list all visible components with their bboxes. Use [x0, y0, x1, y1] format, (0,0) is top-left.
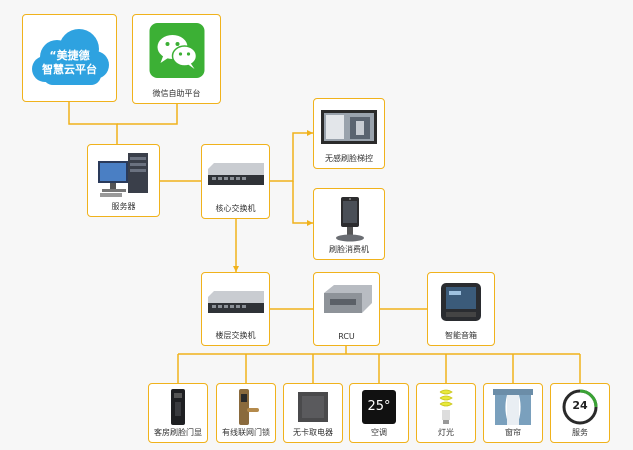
link-core-elevator [270, 132, 313, 182]
device-service[interactable]: 24 服务 [550, 383, 610, 443]
network-switch-icon [207, 163, 264, 185]
bulb-icon [439, 389, 453, 424]
smart-speaker-node[interactable]: 智能音箱 [427, 272, 495, 346]
link-cloud-server [68, 102, 118, 144]
device-label: 服务 [572, 428, 588, 437]
face-payment-label: 刷脸消费机 [329, 245, 369, 254]
elevator-screen-icon [321, 110, 377, 144]
floor-switch-node[interactable]: 楼层交换机 [201, 272, 270, 346]
cloud-platform-node[interactable]: “美捷德 智慧云平台 [22, 14, 117, 102]
curtain-icon [493, 389, 533, 425]
thermostat-display: 25° [367, 399, 391, 414]
rcu-box-icon [323, 285, 372, 313]
rcu-node[interactable]: RCU [313, 272, 380, 346]
device-curtain[interactable]: 窗帘 [483, 383, 543, 443]
rcu-label: RCU [338, 332, 355, 341]
wechat-platform-node[interactable]: 微信自助平台 [132, 14, 221, 104]
wechat-icon [149, 23, 204, 78]
elevator-face-control-node[interactable]: 无感刷脸梯控 [313, 98, 385, 169]
device-label: 空调 [371, 428, 387, 437]
thermostat-icon: 25° [362, 390, 396, 424]
core-switch-node[interactable]: 核心交换机 [201, 144, 270, 219]
door-lock-icon [239, 389, 259, 425]
smart-speaker-icon [441, 283, 481, 321]
device-label: 窗帘 [505, 428, 521, 437]
device-network-door-lock[interactable]: 有线联网门锁 [216, 383, 276, 443]
power-switch-icon [298, 392, 328, 422]
server-icon [97, 153, 148, 197]
smart-speaker-label: 智能音箱 [445, 331, 477, 340]
device-face-door-display[interactable]: 客房刷脸门显 [148, 383, 208, 443]
device-air-conditioner[interactable]: 25° 空调 [349, 383, 409, 443]
service-24h-icon [562, 389, 598, 425]
link-core-facepay [292, 181, 313, 224]
floor-switch-label: 楼层交换机 [215, 331, 256, 340]
door-display-icon [171, 389, 185, 425]
server-label: 服务器 [111, 202, 136, 211]
cloud-title-line1: “美捷德 [49, 49, 90, 62]
elevator-face-control-label: 无感刷脸梯控 [325, 154, 373, 163]
cloud-title-line2: 智慧云平台 [42, 63, 97, 76]
network-switch-icon [207, 291, 264, 313]
device-label: 有线联网门锁 [222, 428, 270, 437]
device-lighting[interactable]: 灯光 [416, 383, 476, 443]
server-node[interactable]: 服务器 [87, 144, 160, 217]
device-label: 无卡取电器 [293, 428, 333, 437]
device-cardless-power-switch[interactable]: 无卡取电器 [283, 383, 343, 443]
core-switch-label: 核心交换机 [215, 204, 256, 213]
face-terminal-icon [336, 197, 364, 242]
device-label: 客房刷脸门显 [154, 428, 202, 437]
device-label: 灯光 [438, 428, 454, 437]
service-badge: 24 [572, 399, 588, 412]
face-payment-node[interactable]: 刷脸消费机 [313, 188, 385, 260]
wechat-label: 微信自助平台 [152, 89, 201, 98]
cloud-icon [31, 29, 109, 85]
link-wechat-server [117, 104, 178, 125]
